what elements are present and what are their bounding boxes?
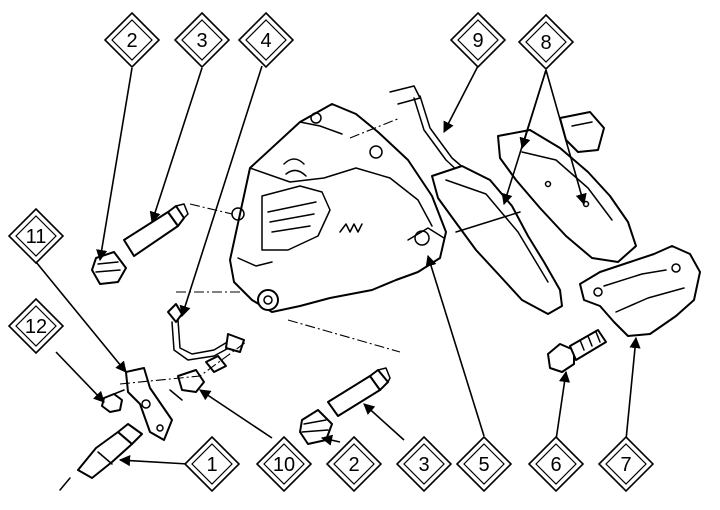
bracket-bolt (101, 389, 125, 413)
assembly-centerlines (119, 117, 401, 385)
callout-label: 10 (273, 454, 295, 476)
caliper-body (229, 103, 447, 313)
callout-4-brake-pipe: 4 (237, 11, 295, 69)
callout-1-brake-hose: 1 (183, 435, 241, 493)
callout-12-bracket-bolt: 12 (7, 297, 65, 355)
callout-9-spring: 9 (449, 11, 507, 69)
callout-7-bracket: 7 (597, 435, 655, 493)
callout-label: 7 (620, 454, 631, 476)
callout-11-hose-bracket: 11 (7, 207, 65, 265)
callout-6-bolt: 6 (527, 435, 585, 493)
callout-2-upper-boot: 2 (103, 11, 161, 69)
retaining-clip (169, 369, 205, 401)
callout-5-caliper: 5 (455, 435, 513, 493)
upper-pin-boot (91, 251, 127, 285)
callout-label: 8 (540, 32, 551, 54)
caliper-bracket (579, 245, 701, 337)
callout-10-clip: 10 (255, 435, 313, 493)
callout-label: 12 (25, 316, 47, 338)
brake-pipe (167, 303, 245, 373)
inner-brake-pad (497, 111, 637, 263)
callout-8-brake-pads: 8 (517, 13, 575, 71)
callout-label: 9 (472, 30, 483, 52)
leader-lines (35, 65, 641, 467)
callout-3-upper-pin: 3 (173, 11, 231, 69)
callout-label: 6 (550, 454, 561, 476)
callout-label: 11 (26, 226, 47, 248)
outer-brake-pad (431, 165, 563, 315)
callout-label: 3 (196, 30, 207, 52)
callout-label: 4 (260, 30, 271, 52)
callout-label: 3 (418, 454, 429, 476)
lower-guide-pin (327, 367, 391, 417)
brake-hose (59, 423, 143, 491)
bracket-mounting-bolt (547, 329, 607, 373)
callout-3-lower-pin: 3 (395, 435, 453, 493)
callout-label: 2 (348, 454, 359, 476)
hose-bracket (125, 367, 173, 441)
callout-label: 1 (206, 454, 217, 476)
callout-2-lower-boot: 2 (325, 435, 383, 493)
callout-label: 5 (478, 454, 489, 476)
callout-label: 2 (126, 30, 137, 52)
